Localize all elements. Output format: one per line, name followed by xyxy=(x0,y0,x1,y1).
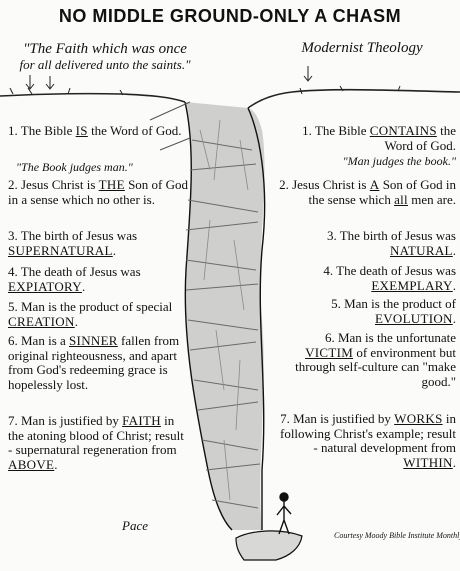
left-arrows xyxy=(25,75,55,90)
faith-item-3: 3. The birth of Jesus was SUPERNATURAL. xyxy=(8,228,138,258)
faith-quote: "The Book judges man." xyxy=(16,160,133,174)
cartoon-title: NO MIDDLE GROUND-ONLY A CHASM xyxy=(58,6,402,26)
man-figure xyxy=(276,492,292,535)
faith-item-6: 6. Man is a SINNER fallen from original … xyxy=(8,333,180,392)
artist-signature: Pace xyxy=(122,518,148,533)
faith-item-5: 5. Man is the product of special CREATIO… xyxy=(8,299,173,329)
modernist-quote: "Man judges the book." xyxy=(342,154,456,168)
right-arrow xyxy=(303,66,313,82)
rock-ledge xyxy=(235,530,303,561)
modernist-item-2: 2. Jesus Christ is A Son of God in the s… xyxy=(279,177,456,207)
faith-item-7: 7. Man is justified by FAITH in the aton… xyxy=(8,413,184,472)
faith-item-2: 2. Jesus Christ is THE Son of God in a s… xyxy=(8,177,189,207)
faith-item-4: 4. The death of Jesus was EXPIATORY. xyxy=(8,264,141,294)
modernist-item-7: 7. Man is justified by WORKS in followin… xyxy=(279,411,456,470)
faith-item-1: 1. The Bible IS the Word of God. xyxy=(8,123,182,138)
chasm-shading xyxy=(149,101,266,531)
right-grass-marks xyxy=(299,85,401,95)
left-cliff-edge xyxy=(0,92,186,103)
left-heading-line1: "The Faith which was once xyxy=(23,41,187,57)
right-heading: Modernist Theology xyxy=(301,40,423,56)
right-cliff-edge xyxy=(247,88,460,109)
left-heading-line2: for all delivered unto the saints." xyxy=(19,57,191,72)
modernist-item-5: 5. Man is the product of EVOLUTION. xyxy=(331,296,456,326)
modernist-item-4: 4. The death of Jesus was EXEMPLARY. xyxy=(323,263,456,293)
courtesy-credit: Courtesy Moody Bible Institute Monthly xyxy=(334,531,460,540)
left-heading: "The Faith which was once for all delive… xyxy=(5,41,205,73)
modernist-item-6: 6. Man is the unfortunate VICTIM of envi… xyxy=(295,330,456,389)
modernist-item-1: 1. The Bible CONTAINS the Word of God. xyxy=(302,123,456,153)
left-grass-marks xyxy=(9,87,124,96)
modernist-item-3: 3. The birth of Jesus was NATURAL. xyxy=(326,228,456,258)
